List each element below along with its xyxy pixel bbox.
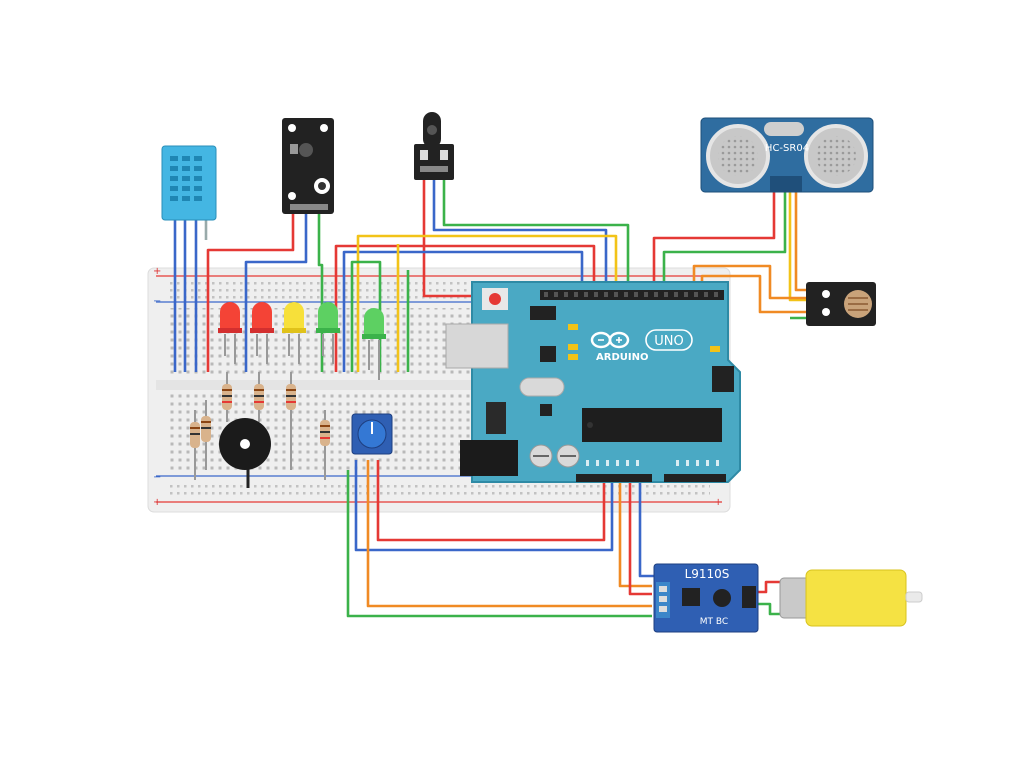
ultrasonic-sensor: HC-SR04: [700, 117, 874, 193]
resistor-4: [320, 410, 330, 480]
dht-sensor: [161, 145, 217, 221]
resistor-2: [254, 372, 264, 422]
resistor-1: [222, 372, 232, 422]
usb-port: [445, 323, 509, 369]
led-green-1: [316, 302, 340, 364]
resistor-5: [190, 410, 200, 480]
arduino-uno: ARDUINO UNO: [445, 281, 741, 483]
arduino-infinity-logo: [590, 331, 630, 349]
resistor-3: [286, 372, 296, 470]
svg-text:−: −: [153, 296, 161, 307]
motor-driver: L9110S MT BC: [653, 563, 759, 633]
svg-text:−: −: [153, 472, 161, 483]
dc-jack: [460, 440, 518, 476]
svg-text:+: +: [714, 497, 722, 508]
ultrasonic-label: HC-SR04: [765, 143, 809, 154]
ir-obstacle-module: [282, 118, 334, 214]
potentiometer: [351, 413, 393, 455]
svg-text:+: +: [153, 497, 161, 508]
ldr-module: [806, 282, 876, 326]
board-brand: ARDUINO: [596, 352, 648, 363]
led-yellow: [282, 302, 306, 364]
dc-motor: [779, 569, 923, 627]
leds: [218, 302, 386, 380]
driver-sublabel: MT BC: [700, 617, 728, 627]
wires: [173, 180, 808, 618]
board-model: UNO: [654, 334, 683, 349]
resistors: [190, 372, 330, 480]
led-red-1: [218, 302, 242, 364]
resistor-6: [201, 400, 211, 470]
led-green-2: [362, 308, 386, 380]
svg-text:+: +: [153, 266, 161, 277]
ir-receiver: [414, 112, 454, 180]
led-red-2: [250, 302, 274, 364]
driver-label: L9110S: [685, 567, 730, 581]
piezo-buzzer: [219, 418, 271, 488]
